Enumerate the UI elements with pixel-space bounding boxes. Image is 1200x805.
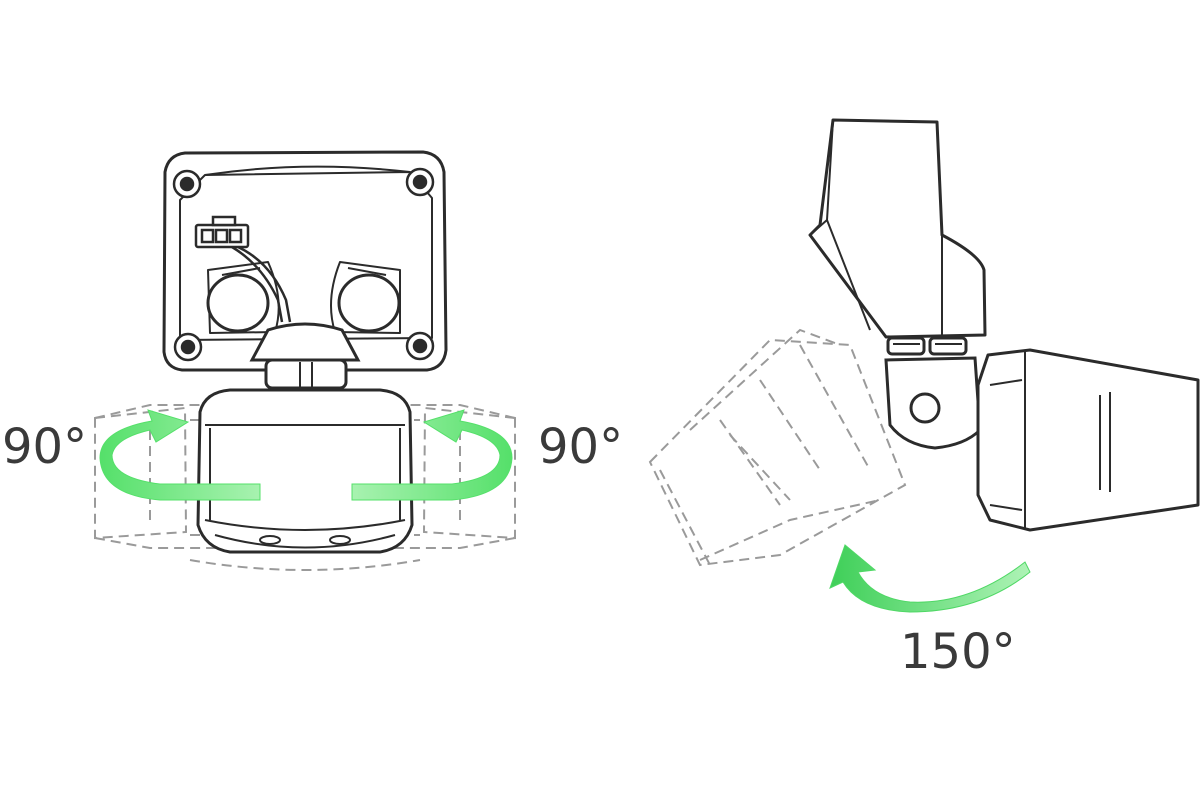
screw-icon (172, 167, 435, 362)
terminal-connector-icon (194, 215, 292, 323)
sensor-head-side (976, 348, 1200, 532)
tilt-angle-label: 150° (900, 624, 1016, 680)
rotate-right-arrow-icon (351, 409, 513, 501)
swivel-neck (249, 322, 361, 390)
rotate-left-angle-label: 90° (2, 419, 88, 475)
rotate-left-arrow-icon (99, 409, 261, 501)
tilt-arrow-icon (829, 544, 1031, 613)
front-view (94, 150, 516, 571)
hinge-joint (884, 336, 982, 450)
wall-bracket (808, 118, 987, 339)
knockout-holes (206, 273, 401, 333)
sensor-head (196, 388, 414, 554)
side-view (648, 118, 1200, 613)
side-ghost-position (648, 328, 907, 567)
rotate-right-angle-label: 90° (538, 419, 624, 475)
